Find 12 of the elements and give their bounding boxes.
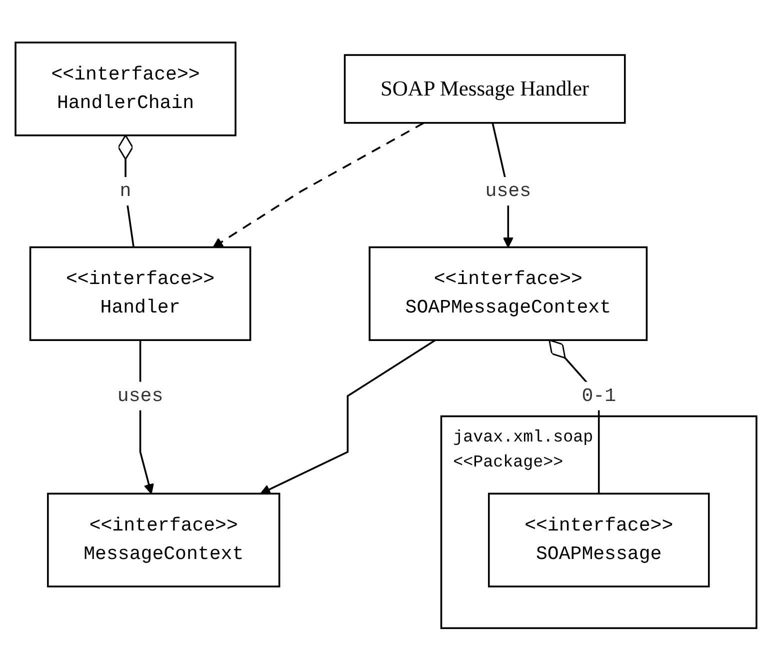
arrow [212, 122, 424, 248]
node-box: <<interface>> Handler [29, 246, 252, 342]
edge-label: uses [485, 180, 532, 202]
edge-label: n [120, 180, 132, 202]
node-box: <<interface>> HandlerChain [14, 42, 236, 136]
arrow [260, 340, 436, 494]
edge-label: 0-1 [582, 385, 616, 407]
node-box: <<interface>> SOAPMessage [488, 492, 710, 588]
node-box: <<interface>> MessageContext [47, 492, 280, 588]
node-box: <<interface>> SOAPMessageContext [368, 246, 648, 342]
node-box: SOAP Message Handler [344, 54, 626, 124]
edge-label: uses [117, 385, 164, 407]
